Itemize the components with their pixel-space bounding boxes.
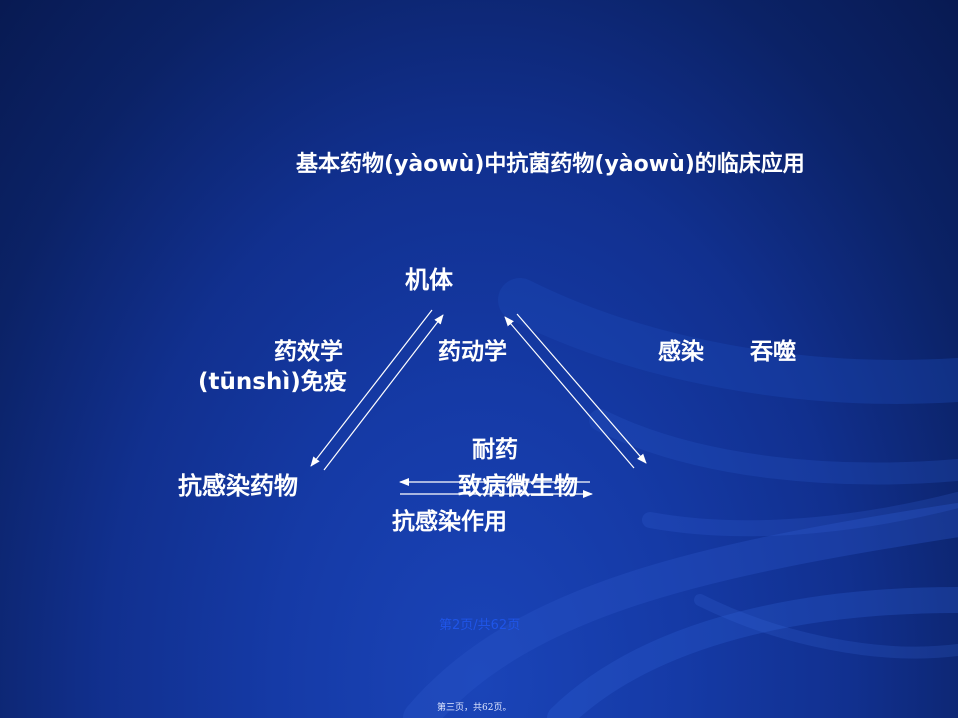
arrow-organism-to-drugs bbox=[310, 309, 433, 467]
label-anti-infective-action: 抗感染作用 bbox=[392, 509, 507, 535]
node-anti-infective-drugs: 抗感染药物 bbox=[178, 472, 298, 500]
label-pharmacokinetics: 药动学 bbox=[438, 339, 507, 365]
label-drug-resistance: 耐药 bbox=[472, 437, 518, 463]
footer-page-text: 第三页，共62页。 bbox=[437, 703, 512, 713]
label-immunity: (tūnshì)免疫 bbox=[198, 369, 347, 395]
label-infection: 感染 bbox=[658, 339, 704, 365]
arrow-organism-to-pathogen bbox=[516, 313, 647, 464]
slide-title: 基本药物(yàowù)中抗菌药物(yàowù)的临床应用 bbox=[296, 152, 805, 177]
node-pathogenic-microorganisms: 致病微生物 bbox=[458, 472, 578, 500]
arrow-drugs-to-organism bbox=[323, 314, 444, 471]
label-phagocytosis: 吞噬 bbox=[750, 339, 796, 365]
page-indicator: 第2页/共62页 bbox=[439, 618, 521, 633]
label-pharmacodynamics: 药效学 bbox=[274, 339, 343, 365]
arrow-pathogen-to-organism bbox=[504, 316, 635, 469]
node-organism: 机体 bbox=[405, 266, 453, 294]
